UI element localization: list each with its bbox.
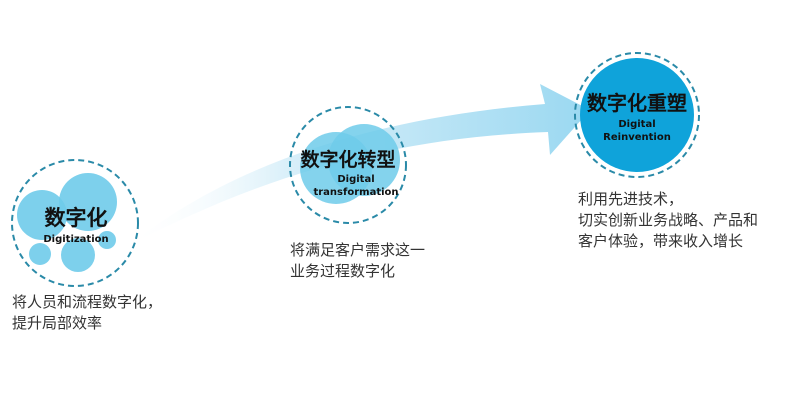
dashed-ring: [289, 106, 407, 224]
stage-subtitle: Digital: [618, 119, 655, 130]
bubble: [59, 173, 117, 231]
bubble: [98, 231, 116, 249]
stage-digitization: 数字化 Digitization: [11, 159, 139, 287]
stage-title: 数字化重塑: [587, 91, 687, 115]
stage-digital-transformation: 数字化转型 Digital transformation: [289, 106, 407, 224]
stage-subtitle: transformation: [313, 187, 398, 198]
stage-description-transformation: 将满足客户需求这一 业务过程数字化: [290, 240, 425, 282]
stage-description-reinvention: 利用先进技术， 切实创新业务战略、产品和 客户体验，带来收入增长: [578, 189, 758, 252]
stage-title: 数字化: [45, 206, 108, 230]
description-line: 将满足客户需求这一: [290, 241, 426, 259]
stage-subtitle: Digital: [337, 174, 374, 185]
stage-subtitle: Digitization: [43, 234, 108, 245]
description-line: 提升局部效率: [12, 314, 103, 332]
bubble: [580, 58, 694, 172]
description-line: 业务过程数字化: [290, 262, 396, 280]
stage-description-digitization: 将人员和流程数字化， 提升局部效率: [12, 292, 162, 334]
stage-subtitle: Reinvention: [603, 132, 671, 143]
description-line: 切实创新业务战略、产品和: [578, 211, 759, 229]
description-line: 利用先进技术，: [578, 190, 684, 208]
growth-arrow: [128, 84, 590, 246]
bubble: [29, 243, 51, 265]
dashed-ring: [574, 52, 700, 178]
bubble: [17, 190, 67, 240]
bubble: [61, 238, 95, 272]
stage-digital-reinvention: 数字化重塑 Digital Reinvention: [574, 52, 700, 178]
description-line: 将人员和流程数字化，: [12, 293, 163, 311]
bubble: [328, 124, 400, 196]
dashed-ring: [11, 159, 139, 287]
description-line: 客户体验，带来收入增长: [578, 232, 744, 250]
stage-title: 数字化转型: [300, 148, 395, 171]
